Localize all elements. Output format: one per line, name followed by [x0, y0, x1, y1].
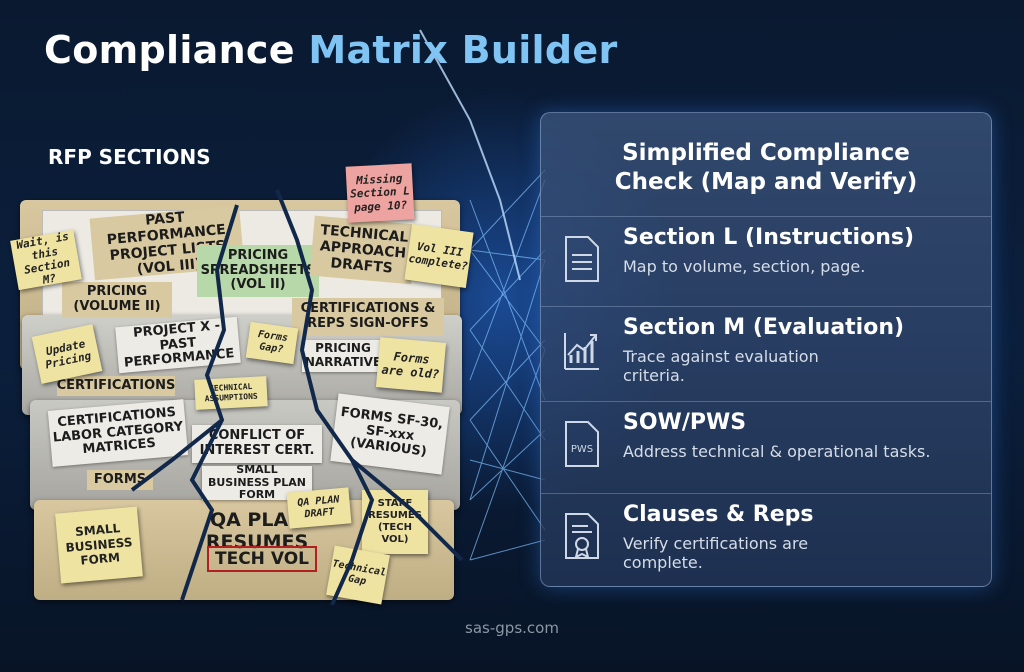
sticky-note-qa-plan-draft: QA PLAN DRAFT [286, 487, 352, 529]
sticky-note-wait: Wait, is this Section M? [10, 229, 82, 291]
row-section-m: Section M (Evaluation) Trace against eva… [541, 306, 991, 401]
tech-vol-stamp: TECH VOL [207, 546, 317, 572]
title-part1: Compliance [44, 28, 295, 72]
sticky-note-technical-assumptions: TECHNICAL ASSUMPTIONS [194, 376, 268, 410]
folder-tab-certifications: CERTIFICATIONS [57, 376, 175, 396]
folder-label-conflict-of-interest: CONFLICT OF INTEREST CERT. [192, 425, 322, 463]
rfp-folder-collage: PAST PERFORMANCE PROJECT LISTS (VOL III)… [10, 163, 474, 605]
folder-label-cert-labor: CERTIFICATIONS LABOR CATEGORY MATRICES [47, 399, 189, 467]
sticky-note-missing: Missing Section L page 10? [345, 163, 415, 223]
panel-heading-line2: Check (Map and Verify) [614, 169, 918, 196]
title-part2: Matrix Builder [308, 28, 618, 72]
sticky-note-vol-iii: Vol III complete? [404, 223, 474, 289]
row-description: Address technical & operational tasks. [623, 442, 931, 461]
folder-tab-forms: FORMS [87, 470, 153, 490]
row-clauses-reps: Clauses & Reps Verify certifications are… [541, 493, 991, 588]
row-sow-pws: PWS SOW/PWS Address technical & operatio… [541, 401, 991, 493]
footer-website[interactable]: sas-gps.com [465, 619, 559, 637]
panel-heading-line1: Simplified Compliance [622, 140, 910, 166]
rfp-sections-heading: RFP SECTIONS [48, 145, 211, 169]
folder-label-pricing-narrative: PRICING NARRATIVE [302, 340, 384, 372]
sticky-note-forms-gap: Forms Gap? [245, 321, 299, 365]
row-title: SOW/PWS [623, 410, 747, 435]
sticky-note-staff-resumes: STAFF RESUMES (TECH VOL) [362, 490, 428, 554]
sticky-note-forms-old: Forms are old? [375, 337, 447, 393]
row-title: Section M (Evaluation) [623, 315, 905, 340]
row-description: Trace against evaluation criteria. [623, 347, 819, 386]
folder-label-pricing-volume: PRICING (VOLUME II) [62, 282, 172, 318]
pws-document-icon: PWS [565, 421, 599, 467]
sticky-note-technical-gap: Technical Gap [326, 545, 390, 605]
sticky-note-small-business-form: SMALL BUSINESS FORM [55, 506, 143, 584]
row-title: Section L (Instructions) [623, 225, 915, 250]
folder-label-cert-reps: CERTIFICATIONS & REPS SIGN-OFFS [292, 298, 444, 336]
row-title: Clauses & Reps [623, 502, 814, 527]
row-section-l: Section L (Instructions) Map to volume, … [541, 216, 991, 306]
folder-label-forms-sf: FORMS SF-30, SF-xxx (VARIOUS) [330, 393, 450, 475]
chart-trend-icon [564, 333, 599, 370]
row-description: Verify certifications are complete. [623, 534, 809, 573]
folder-label-technical-approach: TECHNICAL APPROACH DRAFTS [309, 215, 417, 285]
svg-text:PWS: PWS [571, 444, 593, 455]
folder-label-pricing-spreadsheets: PRICING SPREADSHEETS (VOL II) [197, 245, 319, 297]
certificate-icon [565, 513, 599, 559]
row-description: Map to volume, section, page. [623, 257, 866, 276]
document-icon [565, 236, 599, 282]
page-title: Compliance Matrix Builder [44, 28, 617, 72]
